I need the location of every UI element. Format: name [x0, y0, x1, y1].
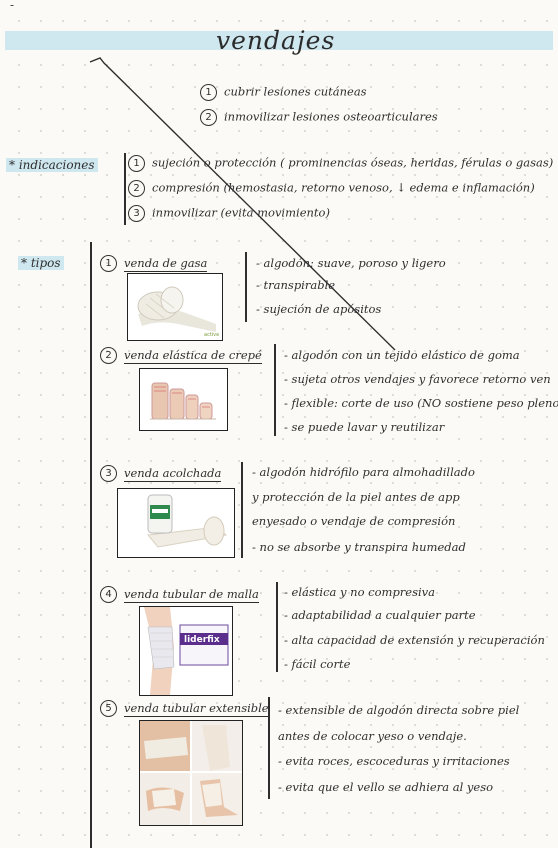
indicacion-2-text: compresión (hemostasia, retorno venoso, …: [152, 180, 535, 195]
tipo-5-bracket: [268, 697, 270, 799]
page-title: vendajes: [216, 26, 336, 55]
corner-mark: -: [10, 0, 15, 12]
tipo-5-note-2: antes de colocar yeso o vendaje.: [278, 729, 467, 743]
gauze-bandage-image: active: [127, 273, 223, 341]
indicacion-1-text: sujeción o protección ( prominencias óse…: [152, 155, 554, 170]
tipos-label: * tipos: [18, 256, 64, 270]
tipo-3-note-4: - no se absorbe y transpira humedad: [252, 540, 466, 554]
indicacion-2: 2 compresión (hemostasia, retorno venoso,…: [128, 180, 535, 197]
tipo-3-bracket: [241, 462, 243, 558]
tipo-3-note-2: y protección de la piel antes de app: [252, 490, 460, 504]
indicacion-3: 3 inmovilizar (evita movimiento): [128, 205, 330, 222]
tubular-mesh-bandage-image: liderfix: [139, 606, 233, 696]
tipo-5-note-1: - extensible de algodón directa sobre pi…: [278, 703, 520, 717]
title-highlight: [5, 31, 553, 50]
product-logo: active: [204, 332, 219, 338]
number-circle: 1: [100, 255, 117, 272]
tipo-3-title-text: venda acolchada: [124, 465, 222, 482]
number-circle: 1: [128, 155, 145, 172]
tipo-2-note-2: - sujeta otros vendajes y favorece retor…: [284, 372, 551, 386]
tipos-bracket: [90, 242, 92, 848]
number-circle: 3: [128, 205, 145, 222]
indicacion-1: 1 sujeción o protección ( prominencias ós…: [128, 155, 553, 172]
number-circle: 4: [100, 586, 117, 603]
tipo-2-note-3: - flexible: corte de uso (NO sostiene pe…: [284, 396, 558, 410]
tipo-1-title: 1 venda de gasa: [100, 255, 208, 272]
tipo-2-title: 2 venda elástica de crepé: [100, 347, 262, 364]
number-circle: 3: [100, 465, 117, 482]
tipo-5-title-text: venda tubular extensible: [124, 700, 269, 717]
tipo-4-title: 4 venda tubular de malla: [100, 586, 259, 603]
tipo-4-note-1: - elástica y no compresiva: [284, 585, 436, 599]
number-circle: 1: [200, 84, 217, 101]
indicaciones-label: * indicaciones: [6, 158, 98, 172]
objective-1: 1 cubrir lesiones cutáneas: [200, 84, 367, 101]
number-circle: 2: [100, 347, 117, 364]
tipo-4-note-4: - fácil corte: [284, 657, 351, 671]
objective-2-text: inmovilizar lesiones osteoarticulares: [224, 109, 438, 124]
tipo-2-note-4: - se puede lavar y reutilizar: [284, 420, 445, 434]
tipo-3-note-3: enyesado o vendaje de compresión: [252, 514, 456, 528]
number-circle: 5: [100, 700, 117, 717]
tipo-5-note-4: - evita que el vello se adhiera al yeso: [278, 780, 494, 794]
tipo-1-title-text: venda de gasa: [124, 255, 208, 272]
tipo-1-note-3: - sujeción de apósitos: [256, 302, 382, 316]
tipo-2-note-1: - algodón con un tejido elástico de goma: [284, 348, 520, 362]
number-circle: 2: [128, 180, 145, 197]
tipo-4-bracket: [276, 582, 278, 672]
tipo-5-title: 5 venda tubular extensible: [100, 700, 269, 717]
tipo-4-title-text: venda tubular de malla: [124, 586, 259, 603]
tipo-4-note-3: - alta capacidad de extensión y recupera…: [284, 633, 545, 647]
number-circle: 2: [200, 109, 217, 126]
tipo-4-note-2: - adaptabilidad a cualquier parte: [284, 608, 476, 622]
objective-1-text: cubrir lesiones cutáneas: [224, 84, 367, 99]
tipo-5-note-3: - evita roces, escoceduras y irritacione…: [278, 754, 510, 768]
tipo-2-bracket: [274, 344, 276, 436]
tubular-extensible-bandage-image: [139, 720, 243, 826]
crepe-bandage-image: [139, 368, 228, 431]
tipo-1-note-2: - transpirable: [256, 278, 336, 292]
tipo-3-note-1: - algodón hidrófilo para almohadillado: [252, 465, 475, 479]
tipo-2-title-text: venda elástica de crepé: [124, 347, 262, 364]
tipos-label-text: * tipos: [18, 256, 64, 270]
indicacion-3-text: inmovilizar (evita movimiento): [152, 205, 330, 220]
objective-2: 2 inmovilizar lesiones osteoarticulares: [200, 109, 438, 126]
indicaciones-label-text: * indicaciones: [6, 158, 98, 172]
product-logo: liderfix: [184, 635, 220, 645]
tipo-3-title: 3 venda acolchada: [100, 465, 222, 482]
tipo-1-bracket: [245, 252, 247, 322]
padded-bandage-image: [117, 488, 235, 558]
indicaciones-bracket: [124, 153, 126, 225]
tipo-1-note-1: - algodón: suave, poroso y ligero: [256, 256, 446, 270]
